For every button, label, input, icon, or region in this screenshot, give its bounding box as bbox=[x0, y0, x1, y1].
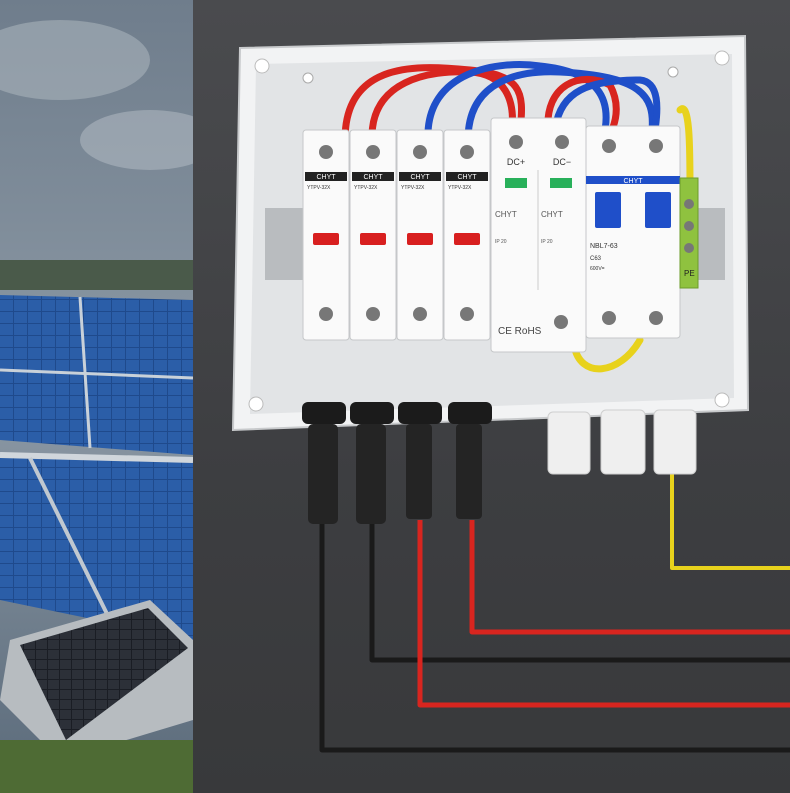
fuse-model: YTPV-32X bbox=[307, 185, 331, 191]
cable-gland bbox=[600, 409, 646, 475]
spd-ip-rating: IP 20 bbox=[541, 239, 553, 245]
breaker-toggle[interactable] bbox=[595, 192, 621, 228]
black-cable bbox=[369, 520, 790, 663]
breaker-brand: CHYT bbox=[623, 178, 643, 185]
surge-protector[interactable]: DC+ DC− CHYT CHYT IP 20 IP 20 CE RoHS bbox=[490, 117, 587, 353]
pe-label: PE bbox=[684, 269, 695, 278]
cable-gland bbox=[653, 409, 697, 475]
mc4-connector bbox=[302, 402, 346, 524]
mc4-connector bbox=[448, 402, 492, 519]
spd-terminal-label: DC+ bbox=[507, 157, 525, 167]
fuse-holder[interactable]: CHYT YTPV-32X bbox=[302, 129, 350, 341]
cable-gland bbox=[547, 411, 591, 475]
fuse-brand: CHYT bbox=[316, 174, 336, 181]
internal-wiring bbox=[341, 61, 694, 373]
fuse-model: YTPV-32X bbox=[401, 185, 425, 191]
spd-status-indicator bbox=[550, 178, 572, 188]
mc4-connector bbox=[350, 402, 394, 524]
mc4-connectors bbox=[302, 402, 697, 524]
breaker-model: NBL7-63 bbox=[590, 243, 618, 250]
circuit-breaker[interactable]: CHYT NBL7-63 C63 600V= bbox=[585, 125, 681, 339]
black-cable bbox=[319, 520, 790, 753]
solar-panel bbox=[20, 608, 188, 740]
fuse-holder[interactable]: CHYT YTPV-32X bbox=[396, 129, 444, 341]
red-cable bbox=[469, 520, 790, 635]
fuse-brand: CHYT bbox=[410, 174, 430, 181]
fuse-indicator bbox=[313, 233, 339, 245]
fuse-holder-row: CHYT YTPV-32X CHYT YTPV-32X CHYT YTPV-32… bbox=[302, 129, 491, 341]
external-cables bbox=[319, 470, 790, 753]
yellow-ground-cable bbox=[670, 470, 790, 570]
spd-brand: CHYT bbox=[495, 210, 517, 219]
fuse-model: YTPV-32X bbox=[448, 185, 472, 191]
fuse-indicator bbox=[407, 233, 433, 245]
fuse-model: YTPV-32X bbox=[354, 185, 378, 191]
breaker-rating: C63 bbox=[590, 256, 602, 262]
red-cable bbox=[417, 520, 790, 708]
fuse-holder[interactable]: CHYT YTPV-32X bbox=[349, 129, 397, 341]
pe-terminal-block: PE bbox=[679, 177, 699, 289]
fuse-brand: CHYT bbox=[363, 174, 383, 181]
fuse-indicator bbox=[454, 233, 480, 245]
breaker-spec: 600V= bbox=[590, 266, 605, 272]
breaker-toggle[interactable] bbox=[645, 192, 671, 228]
fuse-indicator bbox=[360, 233, 386, 245]
spd-brand: CHYT bbox=[541, 210, 563, 219]
fuse-holder[interactable]: CHYT YTPV-32X bbox=[443, 129, 491, 341]
solar-panel bbox=[0, 455, 193, 640]
mc4-connector bbox=[398, 402, 442, 519]
fuse-brand: CHYT bbox=[457, 174, 477, 181]
solar-panel-field bbox=[0, 0, 193, 793]
spd-certification: CE RoHS bbox=[498, 326, 542, 337]
spd-terminal-label: DC− bbox=[553, 157, 571, 167]
spd-status-indicator bbox=[505, 178, 527, 188]
spd-ip-rating: IP 20 bbox=[495, 239, 507, 245]
